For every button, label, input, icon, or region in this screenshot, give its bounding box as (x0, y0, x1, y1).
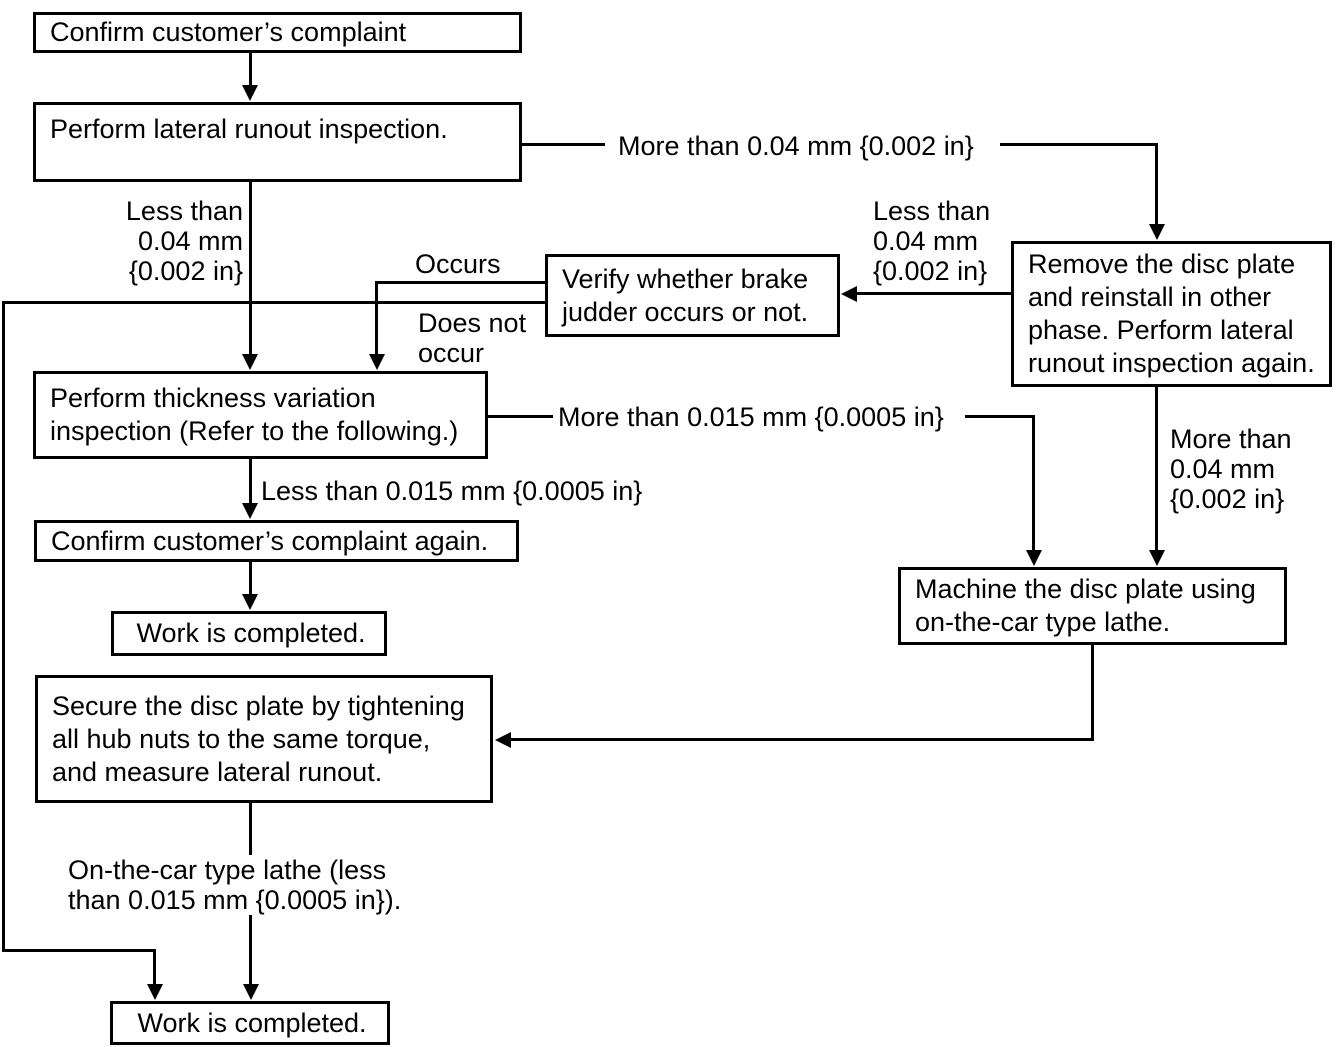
label-less-than-004-right: Less than 0.04 mm {0.002 in} (873, 196, 991, 286)
label-more-than-0015: More than 0.015 mm {0.0005 in} (558, 402, 944, 432)
arrowhead-into-remove (1149, 224, 1165, 240)
connector-left-edge-horizontal (2, 949, 156, 952)
node-machine-disc: Machine the disc plate using on-the-car … (898, 567, 1287, 645)
arrowhead-into-work-bottom-left (147, 984, 163, 1000)
node-secure-disc: Secure the disc plate by tightening all … (35, 675, 493, 803)
arrowhead-into-secure (495, 732, 511, 748)
connector-a-to-b (249, 53, 252, 88)
node-verify-judder: Verify whether brake judder occurs or no… (545, 254, 840, 337)
connector-doesnotoccur-horizontal (2, 301, 545, 304)
connector-machine-drop (1091, 645, 1094, 741)
arrowhead-into-confirmagain (242, 503, 258, 519)
label-less-than-004-left: Less than 0.04 mm {0.002 in} (125, 196, 243, 286)
connector-morethan0015-drop (1032, 415, 1035, 552)
arrowhead-into-lateral-runout (242, 85, 258, 101)
node-lateral-runout-inspection: Perform lateral runout inspection. (33, 102, 522, 182)
connector-remove-to-verify (856, 292, 1011, 295)
arrowhead-into-work-bottom-center (243, 984, 259, 1000)
arrowhead-into-thickness-left (242, 354, 258, 370)
connector-morethan004-drop (1155, 143, 1158, 227)
label-more-than-004-top: More than 0.04 mm {0.002 in} (618, 131, 974, 161)
connector-occurs-horизontal (377, 281, 545, 284)
label-more-than-004-vertical: More than 0.04 mm {0.002 in} (1170, 424, 1292, 514)
label-does-not-occur: Does not occur (418, 308, 527, 368)
label-occurs: Occurs (415, 249, 501, 279)
connector-remove-to-machine (1155, 387, 1158, 552)
connector-confirmagain-to-work (249, 562, 252, 597)
node-work-completed-bottom: Work is completed. (110, 1001, 390, 1045)
connector-b-to-thickness (249, 182, 252, 357)
node-remove-reinstall: Remove the disc plate and reinstall in o… (1011, 241, 1332, 387)
connector-morethan0015-seg1 (488, 415, 553, 418)
arrowhead-into-verify (841, 286, 857, 302)
node-work-completed-top: Work is completed. (111, 611, 387, 656)
connector-morethan004-seg1 (522, 143, 605, 146)
connector-morethan0015-seg2 (965, 415, 1035, 418)
connector-thickness-to-confirmagain (249, 459, 252, 505)
arrowhead-into-machine-left (1026, 550, 1042, 566)
arrowhead-into-machine-right (1149, 550, 1165, 566)
label-on-the-car-lathe: On-the-car type lathe (less than 0.015 m… (68, 855, 408, 915)
connector-left-edge-vertical (2, 301, 5, 952)
arrowhead-into-thickness-occurs (369, 354, 385, 370)
arrowhead-into-work-top (242, 594, 258, 610)
node-confirm-complaint: Confirm customer’s complaint (33, 12, 522, 53)
connector-occurs-drop (375, 281, 378, 357)
connector-machine-to-secure (508, 738, 1094, 741)
connector-left-edge-drop (153, 949, 156, 986)
node-confirm-again: Confirm customer’s complaint again. (34, 520, 519, 562)
connector-morethan004-seg2 (1000, 143, 1158, 146)
node-thickness-inspection: Perform thickness variation inspection (… (33, 371, 488, 459)
label-less-than-0015: Less than 0.015 mm {0.0005 in} (261, 476, 643, 506)
